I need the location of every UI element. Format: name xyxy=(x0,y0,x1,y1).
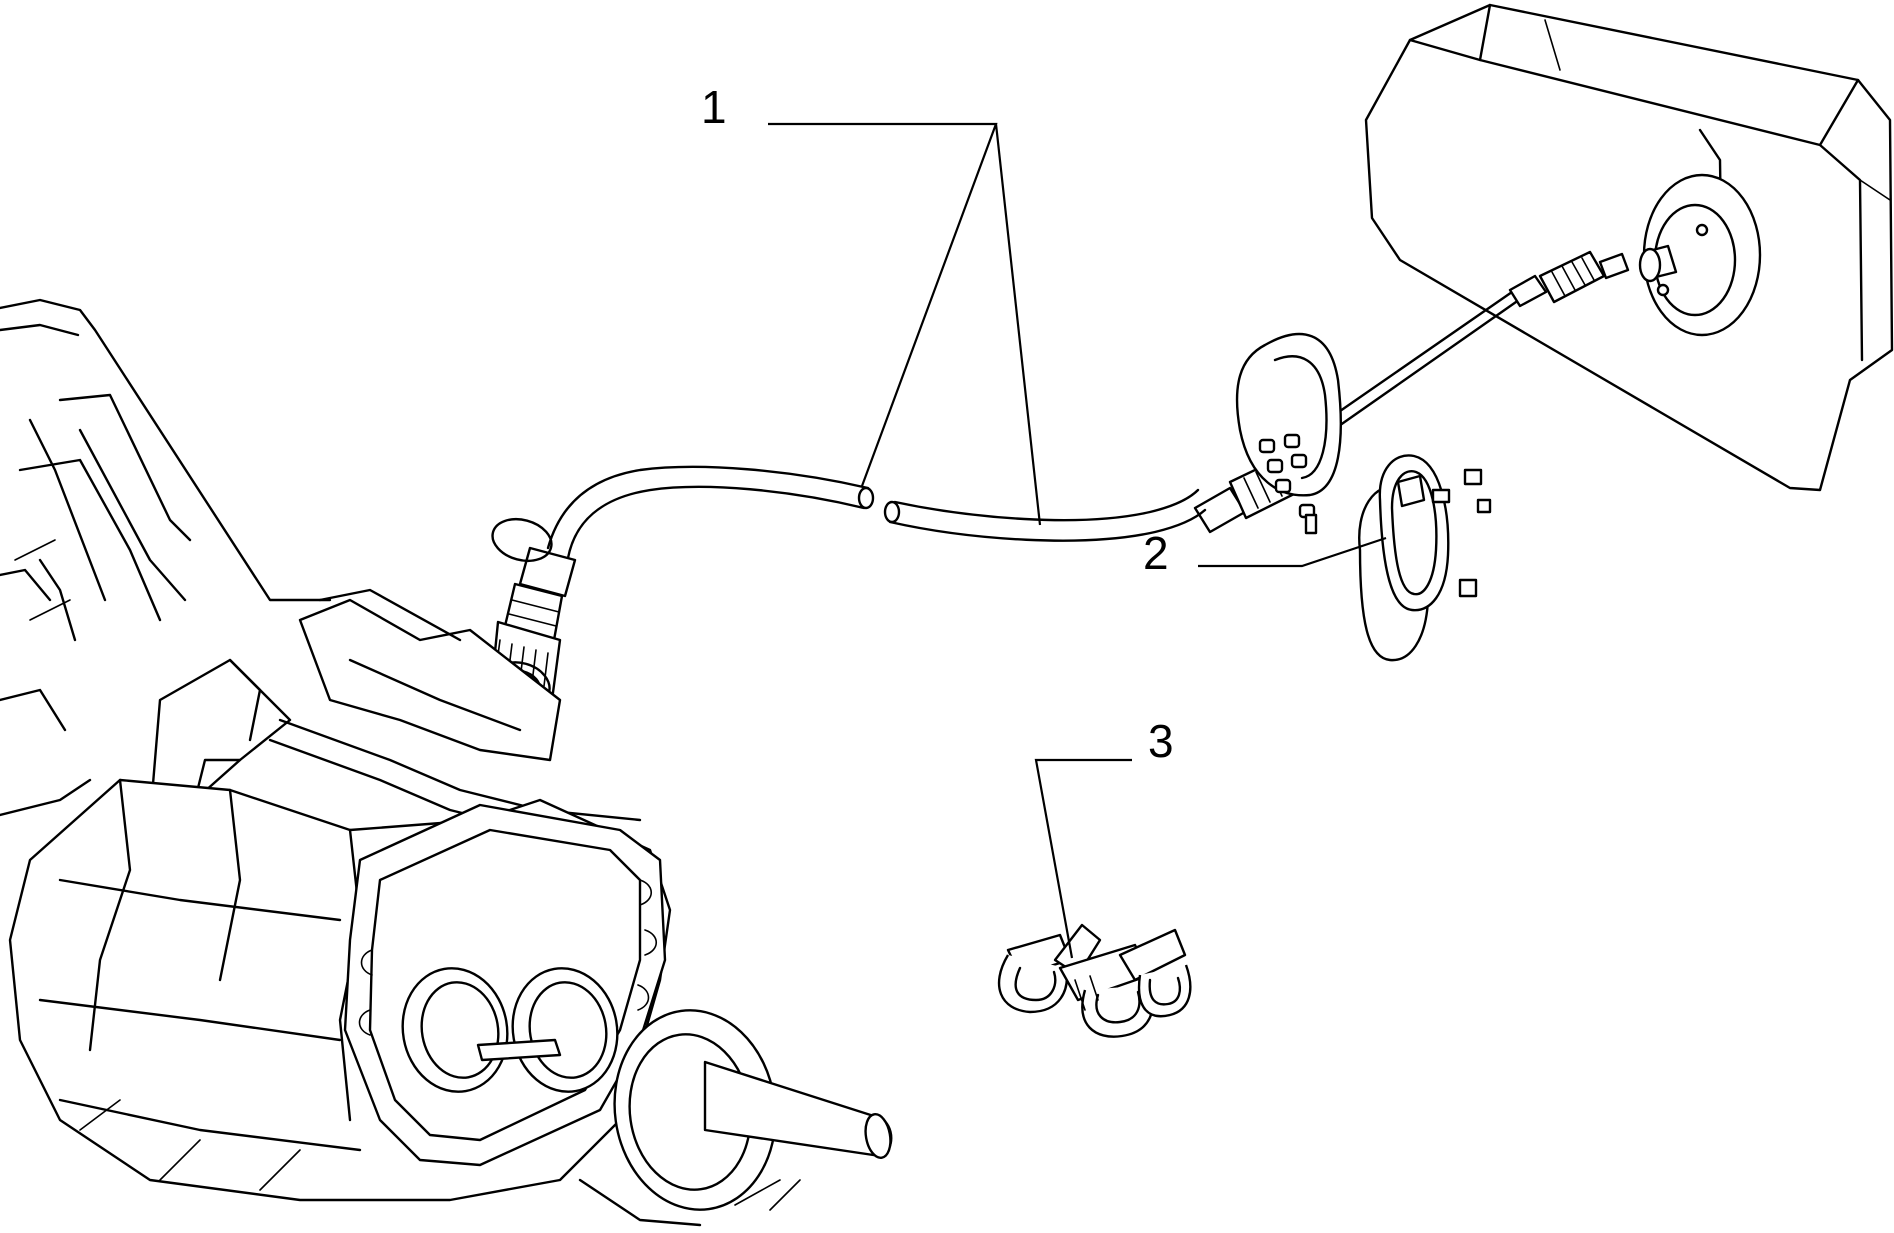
cable-clip-part-3 xyxy=(997,923,1192,1038)
leader-line-1 xyxy=(768,122,998,487)
leader-lines xyxy=(768,122,1387,959)
callout-part-2: 2 xyxy=(1143,527,1169,579)
instrument-cluster-housing xyxy=(1364,3,1894,492)
oval-grommet-part-2 xyxy=(1358,454,1492,662)
callout-part-3: 3 xyxy=(1148,715,1174,767)
callout-part-1: 1 xyxy=(701,81,727,133)
gearbox-assembly xyxy=(0,298,893,1227)
leader-line-1b xyxy=(994,123,1042,526)
leader-line-2 xyxy=(1198,536,1387,568)
leader-line-3 xyxy=(1034,758,1132,959)
speedometer-cable xyxy=(489,250,1630,709)
speedometer-drive-boss xyxy=(1638,173,1762,337)
cable-bulkhead-grommet xyxy=(1235,332,1342,535)
